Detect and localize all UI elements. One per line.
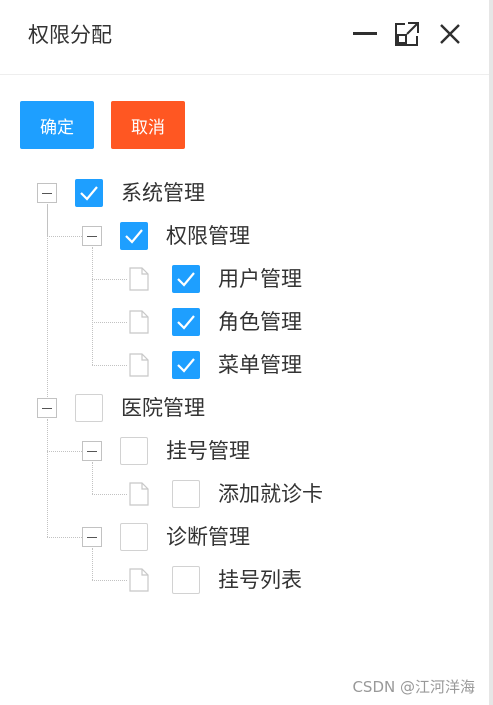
tree-node-label[interactable]: 权限管理 (166, 224, 250, 248)
tree-node-label[interactable]: 角色管理 (218, 310, 302, 334)
collapse-toggle-icon[interactable] (82, 226, 102, 246)
tree-checkbox[interactable] (172, 308, 200, 336)
tree-node-label[interactable]: 医院管理 (121, 396, 205, 420)
tree-connector (92, 365, 127, 366)
dialog-edge (489, 0, 493, 705)
tree-node-label[interactable]: 添加就诊卡 (218, 482, 323, 506)
tree-connector (92, 279, 127, 280)
tree-node-label[interactable]: 诊断管理 (166, 525, 250, 549)
dialog-title: 权限分配 (28, 23, 112, 47)
tree-node-label[interactable]: 挂号管理 (166, 439, 250, 463)
tree-guide-line (92, 462, 93, 494)
tree-checkbox[interactable] (120, 222, 148, 250)
file-icon (129, 267, 149, 291)
tree-trunk-line (47, 204, 48, 397)
tree-connector (92, 580, 127, 581)
tree-checkbox[interactable] (120, 523, 148, 551)
collapse-toggle-icon[interactable] (82, 441, 102, 461)
file-icon (129, 353, 149, 377)
tree-checkbox[interactable] (172, 265, 200, 293)
tree-connector (47, 236, 82, 237)
close-icon[interactable] (436, 20, 464, 48)
tree-connector (92, 494, 127, 495)
tree-checkbox[interactable] (120, 437, 148, 465)
tree-checkbox[interactable] (75, 394, 103, 422)
confirm-button[interactable]: 确定 (20, 101, 94, 149)
tree-node-label[interactable]: 用户管理 (218, 267, 302, 291)
tree-checkbox[interactable] (172, 566, 200, 594)
tree-checkbox[interactable] (172, 351, 200, 379)
tree-guide-line (47, 419, 48, 537)
file-icon (129, 482, 149, 506)
tree-connector (92, 322, 127, 323)
tree-checkbox[interactable] (75, 179, 103, 207)
tree-connector (47, 537, 82, 538)
collapse-toggle-icon[interactable] (37, 183, 57, 203)
dialog-header: 权限分配 (0, 0, 489, 75)
file-icon (129, 568, 149, 592)
tree-node-label[interactable]: 系统管理 (121, 181, 205, 205)
tree-node-label[interactable]: 挂号列表 (218, 568, 302, 592)
watermark: CSDN @江河洋海 (352, 678, 475, 696)
tree-checkbox[interactable] (172, 480, 200, 508)
tree-guide-line (92, 548, 93, 580)
minimize-icon[interactable] (351, 20, 379, 48)
tree-guide-line (92, 247, 93, 365)
collapse-toggle-icon[interactable] (82, 527, 102, 547)
collapse-toggle-icon[interactable] (37, 398, 57, 418)
file-icon (129, 310, 149, 334)
tree-node-label[interactable]: 菜单管理 (218, 353, 302, 377)
tree-connector (47, 451, 82, 452)
cancel-button[interactable]: 取消 (111, 101, 185, 149)
maximize-icon[interactable] (393, 20, 421, 48)
